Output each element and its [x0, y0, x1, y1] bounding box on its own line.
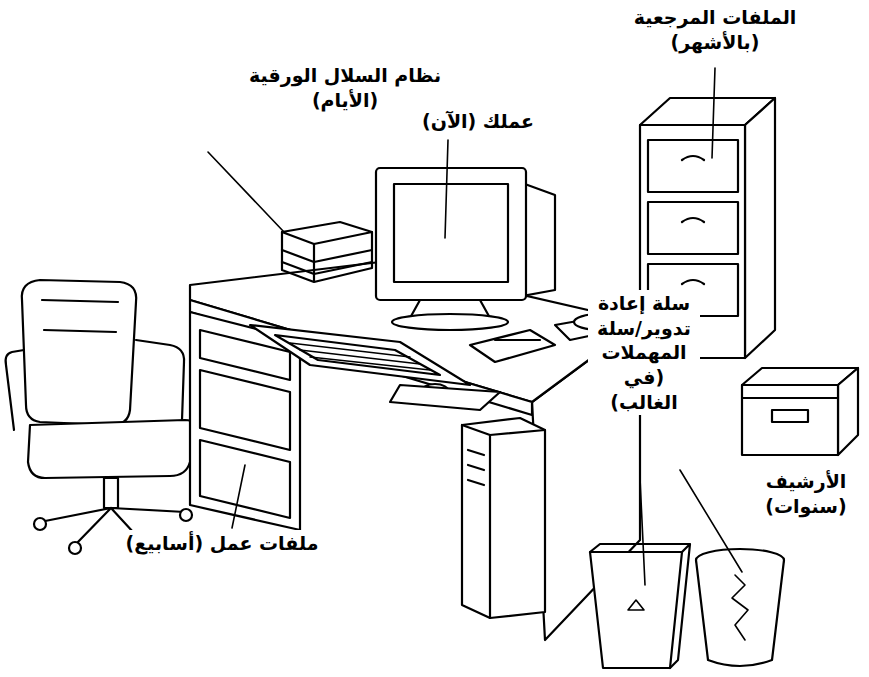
paper-tray	[282, 222, 372, 282]
callout-label: نظام السلال الورقية (الأيام)	[245, 62, 445, 113]
desk	[190, 262, 655, 640]
recycle-bin	[590, 544, 690, 668]
callout-label: الملفات المرجعية (بالأشهر)	[628, 4, 803, 55]
office-chair	[6, 280, 197, 554]
callout-label: ملفات عمل (أسابيع)	[123, 530, 322, 557]
archive-box	[742, 368, 858, 455]
tower-pc	[462, 418, 545, 618]
leader-lines	[208, 68, 742, 585]
callout-label: الأرشيف (سنوات)	[756, 468, 856, 519]
waste-bin	[696, 549, 784, 666]
monitor	[376, 168, 555, 330]
callout-label: عملك (الآن)	[419, 108, 537, 135]
callout-label: سلة إعادة تدوير/سلة المهملات (في الغالب)	[588, 290, 700, 415]
